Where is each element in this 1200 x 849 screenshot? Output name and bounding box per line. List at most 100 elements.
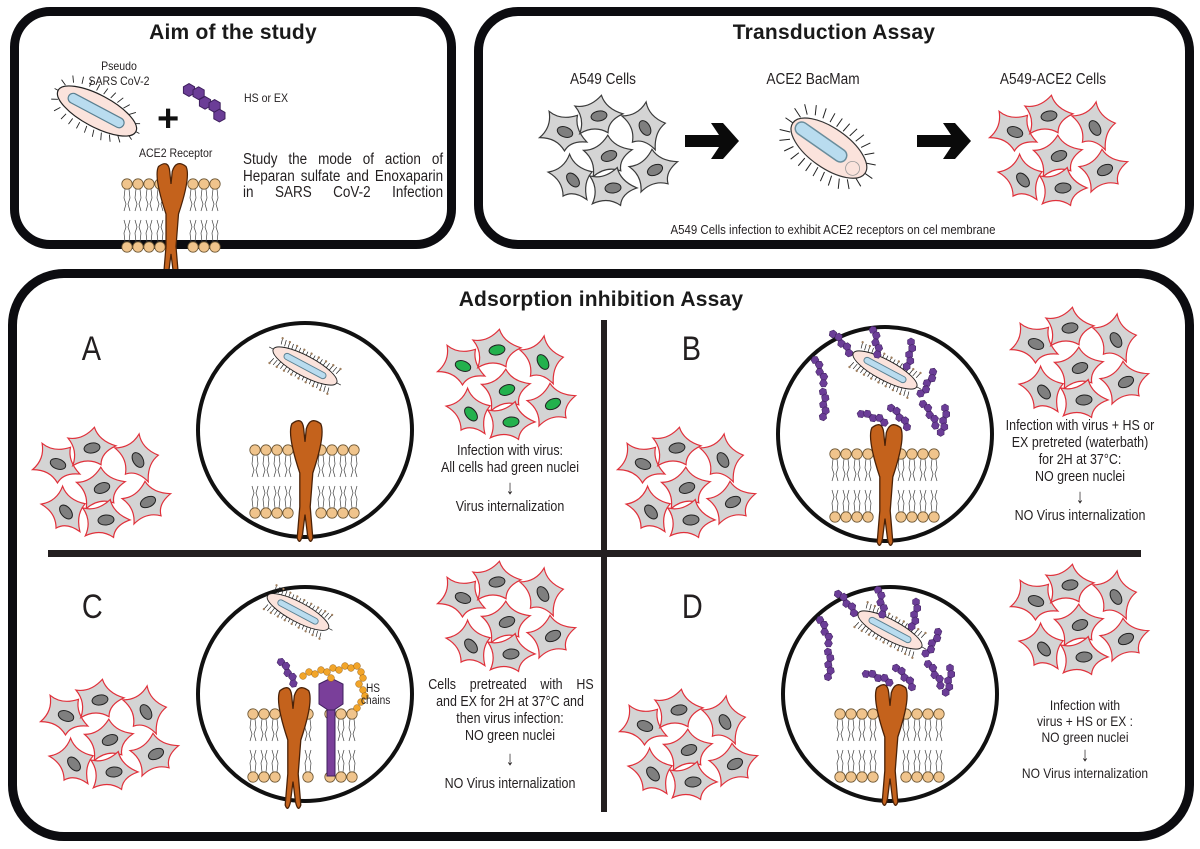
nucleus [636, 720, 654, 732]
hs-molecule-icon [182, 82, 226, 123]
adsorption-title: Adsorption inhibition Assay [458, 288, 744, 311]
cell [120, 480, 173, 526]
panel-b-letter: B [681, 330, 701, 368]
nucleus [1061, 322, 1079, 334]
nucleus [1050, 150, 1068, 162]
cell [1017, 364, 1065, 414]
nucleus [488, 344, 506, 356]
hs-molecule-icon [921, 627, 943, 658]
nucleus [464, 638, 478, 654]
nucleus [634, 458, 652, 470]
nucleus [139, 704, 153, 720]
cell [1044, 306, 1096, 347]
cell [82, 717, 135, 763]
cell [705, 480, 758, 526]
cell [620, 100, 667, 152]
panel-b-description: Infection with virus + HS or EX pretrete… [990, 418, 1171, 525]
cell [81, 498, 132, 539]
nucleus [544, 629, 562, 643]
nucleus [454, 592, 472, 604]
cell [1070, 100, 1117, 152]
nucleus [644, 504, 658, 520]
a549-cells-cluster [537, 94, 680, 207]
virus-label-line1: Pseudo [101, 59, 137, 73]
panel-d-scene [781, 585, 999, 806]
virus-label-line2: SARS CoV-2 [88, 74, 150, 88]
hs-molecule-icon [823, 647, 835, 682]
nucleus [49, 458, 67, 470]
nucleus [670, 704, 688, 716]
panel-a-result-cells [435, 328, 578, 441]
panel-d-result-cells [1008, 563, 1151, 676]
pseudovirus-icon [51, 75, 141, 143]
nucleus [502, 648, 520, 660]
panel-b-line: EX pretreted (waterbath) [1011, 435, 1149, 451]
cell [653, 688, 705, 729]
hs-molecule-icon [902, 337, 917, 371]
cell [661, 727, 714, 773]
hs-molecule-icon [828, 329, 853, 358]
nucleus [1088, 120, 1102, 136]
cell [1008, 321, 1060, 365]
arrow-right-icon [917, 123, 971, 159]
magnifier-circle [776, 325, 994, 543]
panel-d-initial-cells [617, 688, 760, 801]
cell [698, 432, 745, 484]
proteoglycan-icon [318, 677, 344, 777]
panel-d-line: NO green nuclei [1041, 729, 1129, 745]
nucleus [1117, 375, 1135, 389]
nucleus [1096, 163, 1114, 177]
nucleus [131, 452, 145, 468]
panel-b-initial-cells [615, 426, 758, 539]
aim-panel: Aim of the study Pseudo SARS CoV-2 + HS … [10, 7, 456, 281]
panel-c-line: NO green nuclei [464, 728, 556, 744]
down-arrow-icon: ↓ [505, 748, 515, 770]
cell [47, 736, 95, 786]
hs-chains-label-line2: chains [361, 695, 391, 707]
nucleus [91, 694, 109, 706]
cell [471, 560, 523, 601]
panel-d-result: NO Virus internalization [1021, 765, 1149, 781]
cell [1098, 360, 1151, 406]
panel-b-result: NO Virus internalization [1014, 508, 1146, 524]
cell [666, 498, 717, 539]
panel-b-line: NO green nuclei [1034, 469, 1126, 485]
arrow-right-icon [685, 123, 739, 159]
nucleus [101, 734, 119, 746]
cell [74, 465, 127, 511]
panel-c-line: then virus infection: [456, 711, 564, 727]
panel-d-description: Infection with virus + HS or EX : NO gre… [1012, 697, 1158, 781]
a549-ace2-cells-label: A549-ACE2 Cells [999, 71, 1107, 88]
panel-c-line: Cells pretreated with HS [428, 677, 594, 693]
cell [39, 484, 87, 534]
cell [30, 441, 82, 485]
panel-a-line: Infection with virus: [456, 443, 564, 459]
a549-cells-label: A549 Cells [570, 71, 636, 88]
nucleus [544, 397, 562, 411]
cell [486, 400, 537, 441]
hs-molecule-icon [815, 616, 834, 648]
nucleus [147, 747, 165, 761]
nucleus [83, 442, 101, 454]
nucleus [716, 452, 730, 468]
nucleus [1027, 595, 1045, 607]
virus-icon [262, 584, 334, 640]
cell [1059, 635, 1110, 676]
cell [1023, 94, 1075, 135]
hs-molecule-icon [923, 659, 945, 690]
virus-icon [268, 337, 342, 395]
aim-title: Aim of the study [149, 21, 317, 44]
nucleus [1054, 182, 1072, 194]
nucleus [726, 757, 744, 771]
hs-molecule-icon [891, 663, 916, 692]
nucleus [536, 354, 550, 370]
magnifier-circle [196, 321, 414, 539]
panel-c-result-cells [435, 560, 578, 673]
cell [113, 432, 160, 484]
hs-molecule-icon [936, 403, 951, 437]
nucleus [1006, 126, 1024, 138]
panel-b-result-cells [1008, 306, 1151, 419]
nucleus [1037, 641, 1051, 657]
cell [1017, 621, 1065, 671]
plus-sign: + [157, 98, 180, 140]
